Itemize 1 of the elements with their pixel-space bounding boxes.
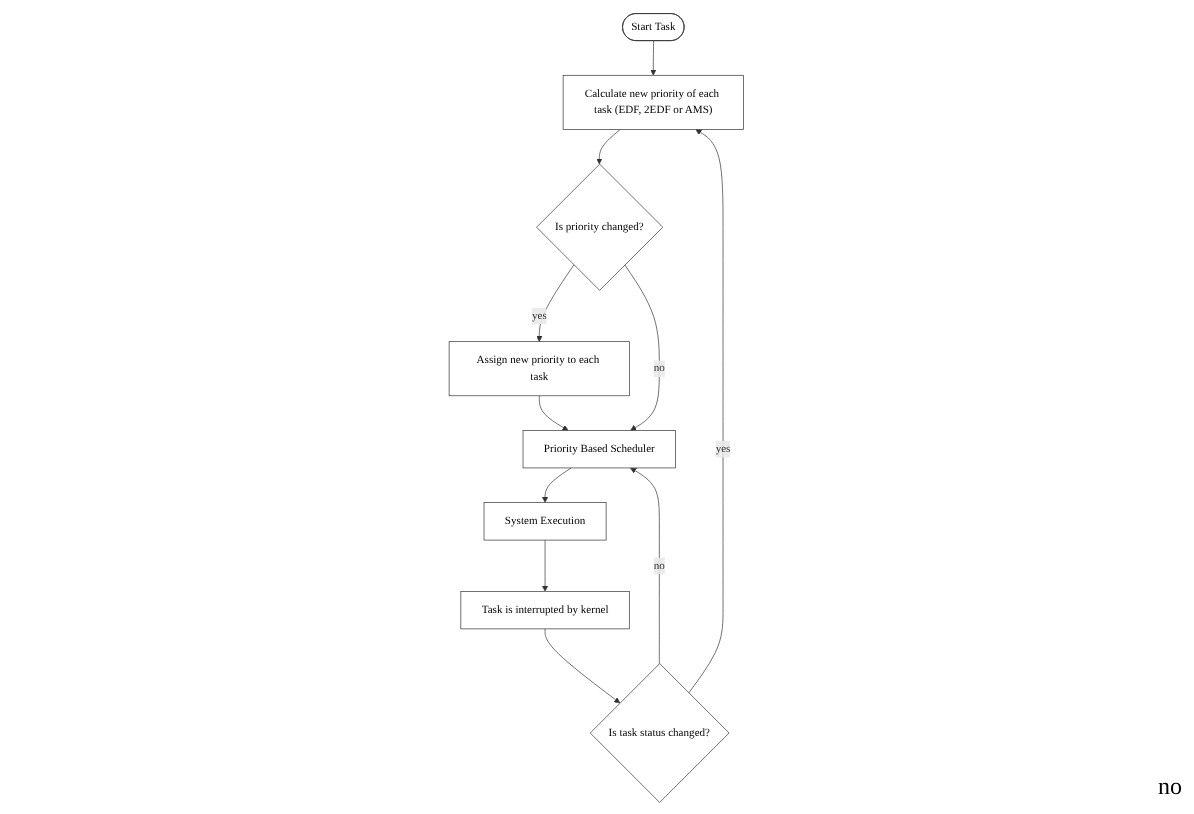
note-text: no xyxy=(1158,772,1182,800)
